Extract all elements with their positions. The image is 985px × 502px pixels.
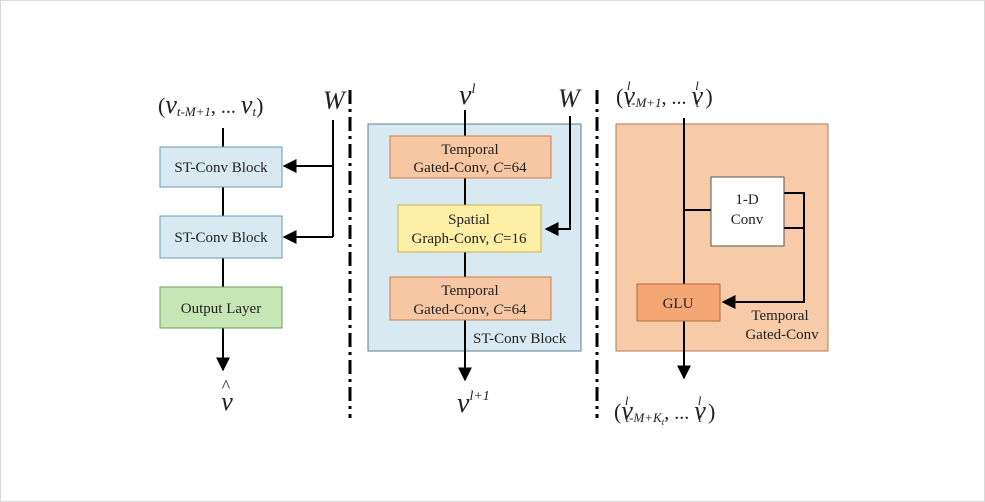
left-output-layer-label: Output Layer <box>181 301 261 317</box>
middle-temporal-gated-conv-2 <box>389 276 552 321</box>
right-1d-conv-box <box>710 176 785 247</box>
right-conv-to-glu-arrow <box>721 192 805 309</box>
left-output-hat: ^ <box>222 376 231 396</box>
left-panel: (vt-M+1, ... vt) W ST-Conv Block ST-Conv… <box>158 86 347 416</box>
stconv-block-panel-label: ST-Conv Block <box>473 331 567 347</box>
right-glu-box <box>636 283 721 322</box>
right-glu-label: GLU <box>663 296 694 312</box>
middle-temporal-2-line2: Gated-Conv, C=64 <box>413 302 527 318</box>
middle-weight-label: W <box>558 84 582 113</box>
middle-input-label: vl <box>459 80 475 111</box>
middle-temporal-gated-conv-1 <box>389 135 552 179</box>
left-output-layer <box>159 286 283 329</box>
middle-output-label: vl+1 <box>457 388 490 419</box>
left-input-label: (vt-M+1, ... vt) <box>158 90 263 119</box>
middle-temporal-2-line1: Temporal <box>441 283 498 299</box>
left-stconv-block-2-label: ST-Conv Block <box>174 230 268 246</box>
middle-spatial-line1: Spatial <box>448 212 490 228</box>
left-output-v: v <box>221 387 233 416</box>
right-panel-label-line2: Gated-Conv <box>745 327 819 343</box>
right-conv-line1: 1-D <box>735 192 758 208</box>
middle-weight-arrow <box>544 116 571 236</box>
left-stconv-block-1 <box>159 146 283 188</box>
right-panel-label-line1: Temporal <box>751 308 808 324</box>
middle-temporal-1-line1: Temporal <box>441 142 498 158</box>
middle-spatial-line2: Graph-Conv, C=16 <box>412 231 527 247</box>
right-conv-line2: Conv <box>731 212 764 228</box>
left-stconv-block-2 <box>159 215 283 259</box>
middle-spatial-graph-conv <box>397 204 542 253</box>
left-stconv-block-1-label: ST-Conv Block <box>174 160 268 176</box>
middle-temporal-1-line2: Gated-Conv, C=64 <box>413 160 527 176</box>
left-weight-label: W <box>323 86 347 115</box>
middle-panel: vl W Temporal Gated-Conv, C=64 Spatial G… <box>367 80 582 419</box>
